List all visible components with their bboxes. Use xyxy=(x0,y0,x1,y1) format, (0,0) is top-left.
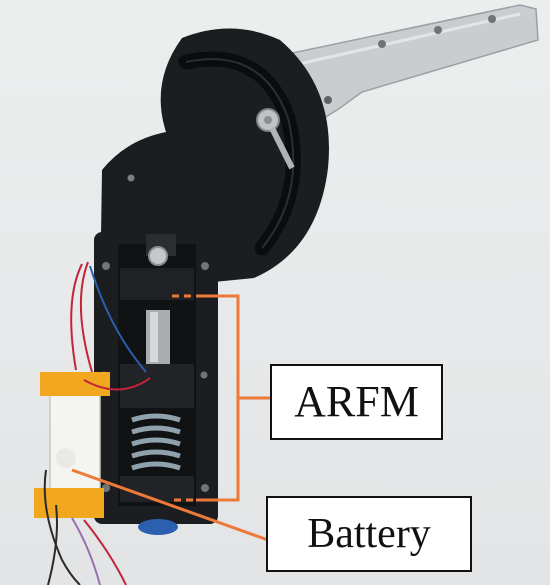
wires xyxy=(43,261,151,585)
battery-label: Battery xyxy=(266,496,472,572)
arfm-label: ARFM xyxy=(270,364,443,440)
actuator-housing xyxy=(94,232,218,535)
battery-annotation-line xyxy=(71,468,269,542)
battery-pack xyxy=(34,372,110,518)
arfm-annotation-lines xyxy=(172,294,270,502)
